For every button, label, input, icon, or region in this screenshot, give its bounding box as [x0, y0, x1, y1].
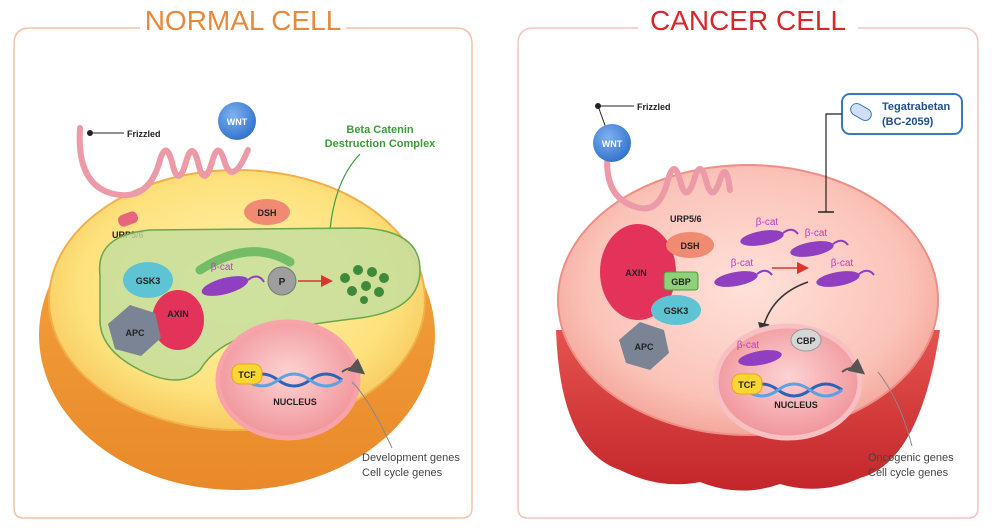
bcat-label-1: β-cat [756, 217, 779, 228]
cancer-genes-pointer [877, 371, 913, 447]
cancer-axin-protein [600, 224, 676, 320]
phosphate-group [267, 266, 297, 296]
gbp-label: GBP [671, 277, 691, 287]
normal-genes-line2: Cell cycle genes [362, 467, 443, 479]
bcat-label: β-cat [211, 262, 234, 273]
bcat-label-4: β-cat [831, 258, 854, 269]
normal-title: NORMAL CELL [145, 5, 342, 36]
drug-name: Tegatrabetan [882, 101, 951, 113]
gbp-protein [663, 271, 699, 291]
cancer-tcf-label: TCF [738, 380, 756, 390]
axin-protein [152, 290, 204, 350]
wnt-ligand [218, 102, 256, 140]
binding-arrow [195, 247, 295, 275]
cbp-label: CBP [796, 336, 815, 346]
nucleus-label: NUCLEUS [273, 397, 317, 407]
bcat-molecule-2: β-cat [790, 228, 849, 257]
drug-code: (BC-2059) [882, 116, 934, 128]
cancer-frizzled-receptor [604, 147, 733, 212]
bcat-label-2: β-cat [805, 228, 828, 239]
cancer-dsh-protein [666, 232, 714, 258]
nuclear-entry-arrow [758, 281, 809, 335]
normal-nucleus [215, 319, 361, 441]
complex-label-line1: Beta Catenin [346, 124, 414, 136]
cancer-genes-line2: Cell cycle genes [868, 467, 949, 479]
cancer-frizzled-label: Frizzled [637, 102, 671, 112]
cancer-dsh-label: DSH [680, 241, 699, 251]
frizzled-receptor [76, 125, 251, 199]
degraded-fragments [340, 265, 389, 304]
tcf-label: TCF [238, 370, 256, 380]
axin-label: AXIN [167, 309, 189, 319]
cancer-axin-label: AXIN [625, 268, 647, 278]
beta-catenin [201, 276, 249, 296]
tcf-protein [231, 363, 263, 385]
expression-arrow [341, 358, 366, 375]
cancer-urp-label: URP5/6 [670, 214, 702, 224]
genes-pointer [351, 381, 393, 449]
cancer-title: CANCER CELL [650, 5, 846, 36]
cancer-frame [517, 27, 979, 519]
pill-icon [850, 103, 872, 121]
complex-pointer [329, 153, 361, 231]
cancer-panel: CANCER CELL Frizzled WNT Tegatrabetan (B… [517, 5, 979, 519]
normal-genes-line1: Development genes [362, 452, 460, 464]
wnt-label: WNT [227, 117, 248, 127]
complex-label-line2: Destruction Complex [325, 138, 437, 150]
cancer-genes-line1: Oncogenic genes [868, 452, 954, 464]
inhibition-line [825, 113, 842, 212]
gsk3-protein [123, 262, 173, 298]
cancer-apc-protein [619, 322, 669, 370]
urp-receptor [117, 211, 139, 227]
cancer-wnt-label: WNT [602, 139, 623, 149]
cancer-dna-strand-2 [745, 382, 843, 398]
beta-catenin-tail [247, 275, 265, 283]
cancer-frizzled-stem [597, 105, 607, 129]
apc-label: APC [125, 328, 145, 338]
apc-protein [108, 305, 161, 356]
cancer-expression-arrow [841, 358, 866, 375]
normal-dna-strand-2 [245, 372, 343, 388]
nuclear-beta-catenin [738, 350, 782, 366]
cbp-protein [790, 328, 822, 352]
frizzled-label: Frizzled [127, 129, 161, 139]
bcat-molecule-4: β-cat [816, 258, 875, 287]
normal-panel: NORMAL CELL Frizzled WNT Beta Catenin De… [13, 5, 473, 519]
bcat-nuclear-label: β-cat [737, 340, 760, 351]
cancer-nucleus-label: NUCLEUS [774, 400, 818, 410]
cancer-wnt-ligand [593, 124, 631, 162]
cancer-tcf-protein [731, 373, 763, 395]
cancer-apc-label: APC [634, 342, 654, 352]
bcat-label-3: β-cat [731, 258, 754, 269]
dsh-protein [244, 199, 290, 225]
gsk3-label: GSK3 [136, 276, 161, 286]
phosphate-label: P [279, 277, 286, 288]
dsh-label: DSH [257, 208, 276, 218]
cancer-gsk3-label: GSK3 [664, 306, 689, 316]
normal-frame [13, 27, 473, 519]
bcat-molecule-3: β-cat [714, 258, 773, 287]
cancer-gsk3-protein [651, 295, 701, 325]
bcat-molecule-1: β-cat [740, 217, 799, 246]
